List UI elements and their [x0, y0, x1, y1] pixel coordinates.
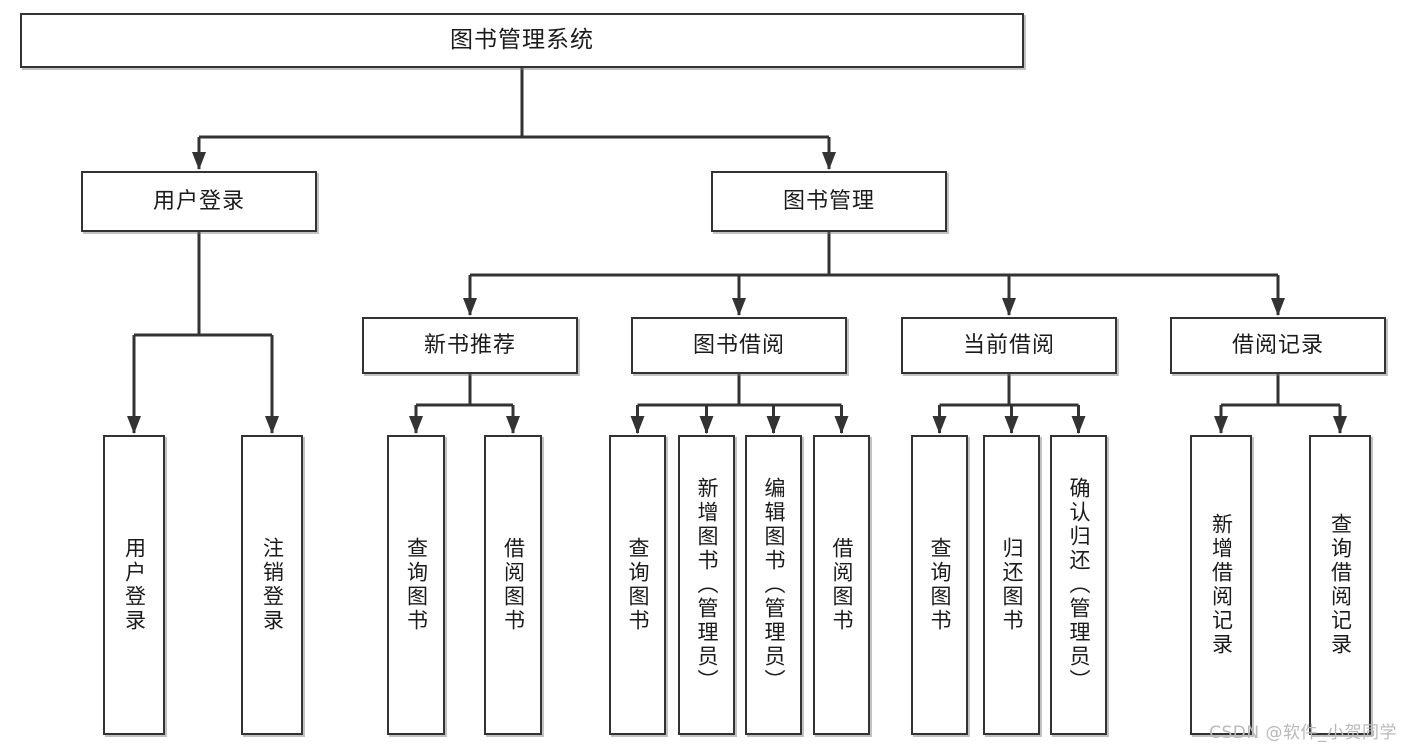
node-label-leaf-user-login: 用户登录	[122, 537, 147, 633]
node-label-borrow-record: 借阅记录	[1231, 332, 1324, 358]
arrowhead-leaf-bb-borrow	[834, 416, 849, 434]
node-book-borrow[interactable]: 图书借阅	[631, 317, 847, 374]
node-leaf-rec-borrow[interactable]: 借阅图书	[484, 435, 542, 735]
node-label-leaf-logout: 注销登录	[260, 537, 285, 633]
node-label-leaf-rec-query: 查询图书	[404, 537, 429, 633]
node-label-book-manage: 图书管理	[782, 188, 875, 214]
node-leaf-bb-query[interactable]: 查询图书	[609, 435, 666, 735]
node-leaf-bb-edit[interactable]: 编辑图书（管理员）	[745, 435, 802, 735]
arrowhead-leaf-br-query	[1333, 416, 1347, 434]
node-label-leaf-cb-confirm: 确认归还（管理员）	[1067, 477, 1091, 693]
arrowhead-leaf-cb-confirm	[1071, 416, 1086, 434]
node-leaf-cb-return[interactable]: 归还图书	[983, 435, 1040, 735]
arrowhead-current-borrow	[1002, 298, 1016, 316]
node-label-leaf-bb-borrow: 借阅图书	[830, 537, 854, 633]
arrowhead-borrow-record	[1271, 298, 1285, 316]
node-label-leaf-rec-borrow: 借阅图书	[501, 537, 526, 633]
arrowhead-leaf-rec-borrow	[506, 416, 520, 434]
node-borrow-record[interactable]: 借阅记录	[1170, 317, 1386, 374]
node-label-leaf-bb-query: 查询图书	[626, 537, 650, 633]
node-leaf-br-query[interactable]: 查询借阅记录	[1309, 435, 1371, 735]
node-label-leaf-cb-query: 查询图书	[928, 537, 952, 633]
arrowhead-leaf-bb-query	[630, 416, 645, 434]
node-label-leaf-br-query: 查询借阅记录	[1328, 513, 1353, 657]
node-label-leaf-bb-add: 新增图书（管理员）	[695, 477, 719, 693]
arrowhead-leaf-br-add	[1214, 416, 1228, 434]
node-leaf-cb-confirm[interactable]: 确认归还（管理员）	[1050, 435, 1107, 735]
node-label-new-book-rec: 新书推荐	[423, 332, 516, 358]
arrowhead-leaf-bb-add	[699, 416, 714, 434]
arrowhead-user-login	[192, 152, 206, 170]
node-label-leaf-cb-return: 归还图书	[1000, 537, 1024, 633]
node-label-leaf-bb-edit: 编辑图书（管理员）	[762, 477, 786, 693]
node-leaf-bb-borrow[interactable]: 借阅图书	[813, 435, 870, 735]
node-new-book-rec[interactable]: 新书推荐	[362, 317, 578, 374]
node-root[interactable]: 图书管理系统	[20, 13, 1024, 68]
node-leaf-logout[interactable]: 注销登录	[241, 435, 303, 735]
node-label-leaf-br-add: 新增借阅记录	[1209, 513, 1234, 657]
node-leaf-bb-add[interactable]: 新增图书（管理员）	[678, 435, 735, 735]
arrowhead-book-manage	[822, 152, 836, 170]
arrowhead-leaf-logout	[265, 416, 279, 434]
arrowhead-new-book-rec	[463, 298, 477, 316]
node-leaf-user-login[interactable]: 用户登录	[103, 435, 165, 735]
node-book-manage[interactable]: 图书管理	[711, 171, 947, 232]
node-user-login[interactable]: 用户登录	[81, 171, 317, 232]
node-leaf-br-add[interactable]: 新增借阅记录	[1190, 435, 1252, 735]
arrowhead-leaf-cb-return	[1004, 416, 1019, 434]
node-label-user-login: 用户登录	[152, 188, 245, 214]
node-current-borrow[interactable]: 当前借阅	[901, 317, 1117, 374]
node-leaf-rec-query[interactable]: 查询图书	[387, 435, 445, 735]
node-label-current-borrow: 当前借阅	[962, 332, 1055, 358]
node-leaf-cb-query[interactable]: 查询图书	[911, 435, 968, 735]
arrowhead-leaf-bb-edit	[766, 416, 781, 434]
arrowhead-leaf-user-login	[127, 416, 141, 434]
arrowhead-book-borrow	[732, 298, 746, 316]
node-label-book-borrow: 图书借阅	[692, 332, 785, 358]
watermark: CSDN @软件_小贺同学	[1209, 723, 1397, 743]
arrowhead-leaf-rec-query	[409, 416, 423, 434]
arrowhead-leaf-cb-query	[932, 416, 947, 434]
node-label-root: 图书管理系统	[450, 26, 594, 53]
